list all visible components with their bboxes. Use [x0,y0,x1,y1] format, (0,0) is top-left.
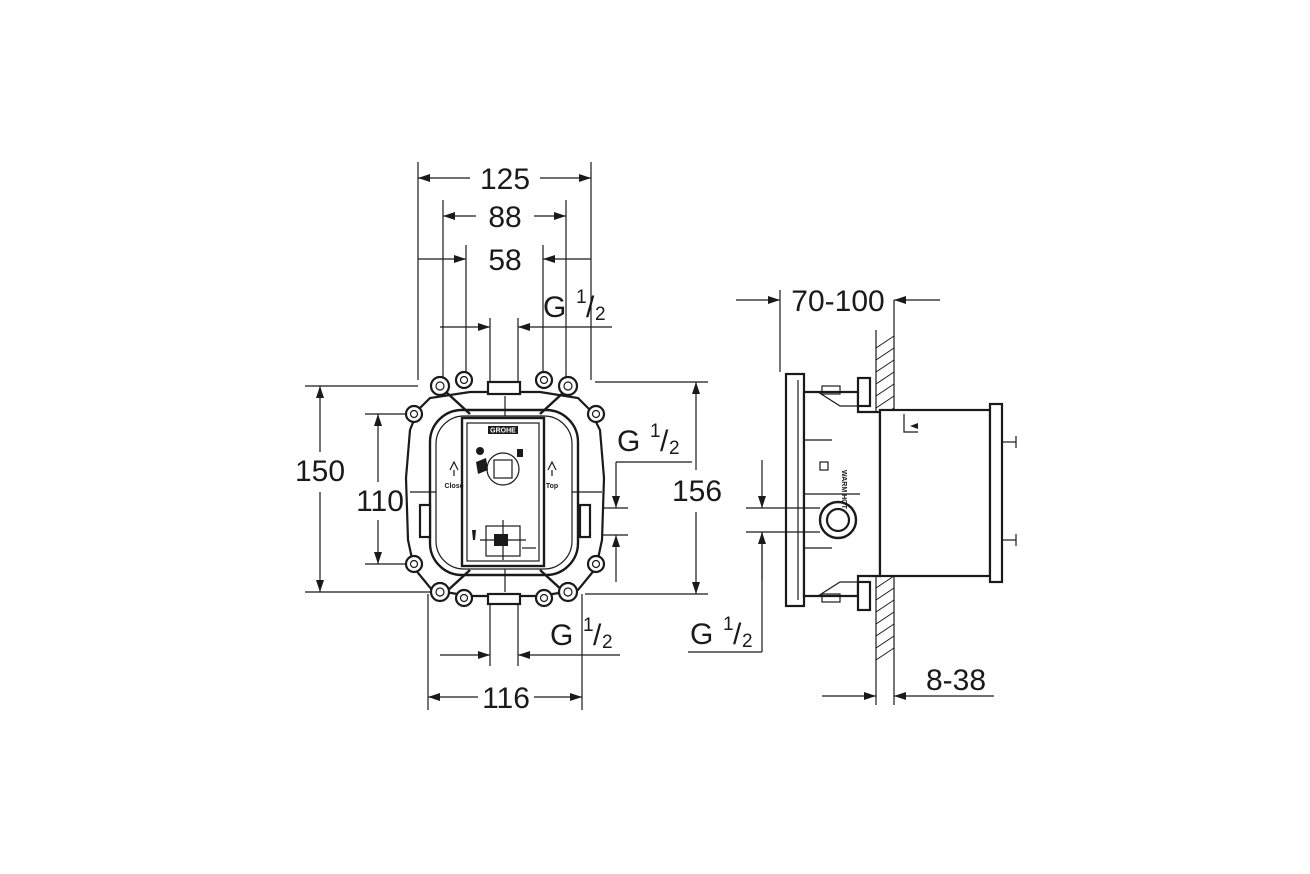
thread-top-label: G 1 / 2 [543,287,606,325]
thread-bottom-label: G 1 / 2 [550,615,613,653]
thread-side-view-label: G 1 / 2 [690,614,753,652]
svg-text:/: / [733,618,742,651]
dim-70-100-label: 70-100 [791,285,884,318]
svg-text:1: 1 [583,615,594,636]
svg-text:G: G [617,425,640,458]
svg-text:G: G [543,291,566,324]
svg-text:1: 1 [576,287,587,308]
wall-hatch-line [875,383,895,397]
wall-hatch-line [875,587,895,601]
svg-text:1: 1 [723,614,734,635]
wall-hatch-line [875,635,895,649]
svg-text:G: G [550,619,573,652]
dim-116-label: 116 [482,682,530,715]
label-top: Top [546,483,558,490]
wall-hatch-line [875,359,895,373]
wall-hatch-line [875,335,895,349]
wall-hatch-line [875,599,895,613]
dim-88-label: 88 [488,201,521,234]
svg-text:2: 2 [595,304,606,325]
svg-text:/: / [593,619,602,652]
svg-text:2: 2 [742,631,753,652]
wall-hatch-line [875,347,895,361]
dim-125-label: 125 [480,163,530,196]
front-view: 125 88 58 G 1 / 2 150 110 [295,162,722,715]
thread-side-label: G 1 / 2 [617,421,680,459]
svg-text:G: G [690,618,713,651]
svg-text:/: / [660,425,669,458]
svg-text:2: 2 [669,438,680,459]
wall-hatch-line [875,395,895,409]
svg-text:2: 2 [602,632,613,653]
wall-hatch-line [875,623,895,637]
label-close: Close [444,483,463,490]
dim-150-label: 150 [295,455,345,488]
side-mark: WARM HOT [840,470,847,510]
dim-110-label: 110 [356,485,404,518]
dim-58-label: 58 [488,244,521,277]
dim-8-38-label: 8-38 [926,664,986,697]
wall-hatch-line [875,575,895,589]
wall-hatch-line [875,371,895,385]
svg-text:/: / [586,291,595,324]
fixing-lugs [404,370,606,608]
svg-text:1: 1 [650,421,661,442]
brand-logo: GROHE [490,428,516,435]
dim-156-label: 156 [672,475,722,508]
wall-hatch-line [875,647,895,661]
valve-body-front: GROHE Close Top [404,370,606,608]
wall-hatch-line [875,611,895,625]
side-view: 70-100 WARM HOT [688,285,1017,705]
